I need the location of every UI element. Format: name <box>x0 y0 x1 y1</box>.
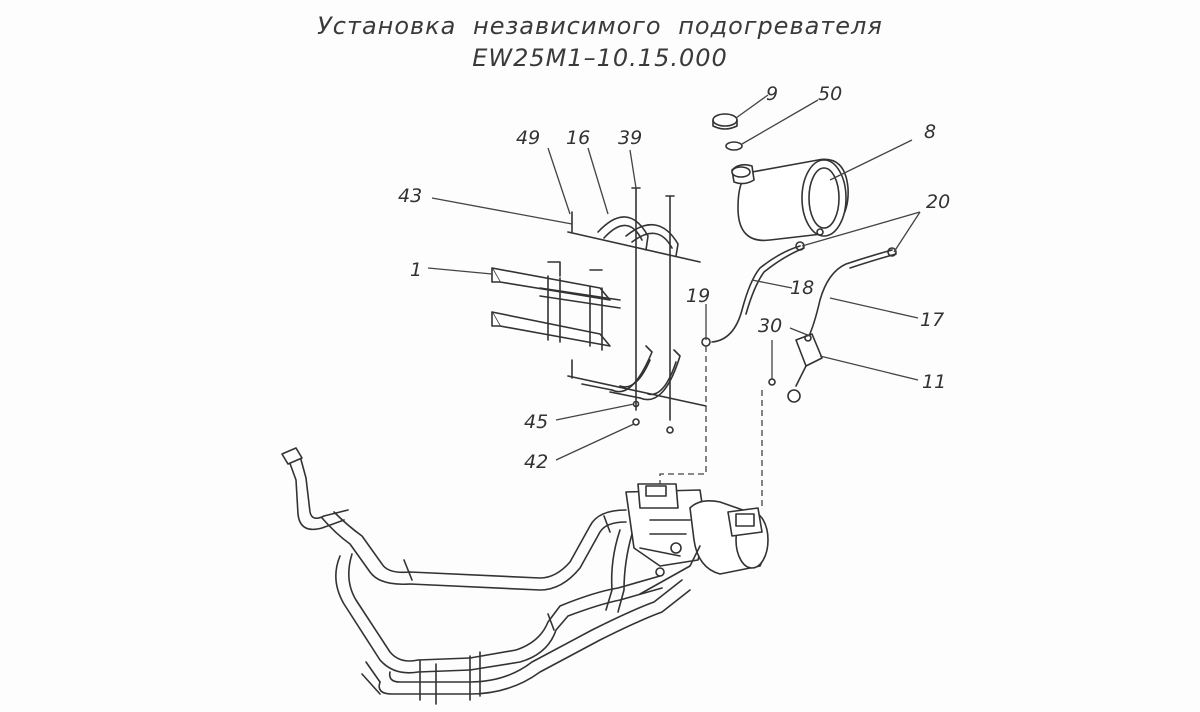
callout-30: 30 <box>758 315 782 337</box>
tank-straps <box>581 216 681 401</box>
callout-9: 9 <box>766 83 778 105</box>
fuel-lines <box>711 245 897 343</box>
callout-1: 1 <box>410 259 422 281</box>
callout-17: 17 <box>920 309 944 331</box>
callout-18: 18 <box>790 277 814 299</box>
fuel-filter <box>787 333 823 403</box>
fuel-tank <box>731 158 849 242</box>
callout-16: 16 <box>566 127 590 149</box>
callout-42: 42 <box>524 451 548 473</box>
diagram-subtitle: EW25M1–10.15.000 <box>472 44 728 72</box>
callout-8: 8 <box>924 121 936 143</box>
callout-19: 19 <box>686 285 710 307</box>
callout-45: 45 <box>524 411 548 433</box>
callout-50: 50 <box>818 83 842 105</box>
callout-43: 43 <box>398 185 422 207</box>
callout-49: 49 <box>516 127 540 149</box>
dashed-routing <box>659 346 763 506</box>
tank-cap <box>712 113 738 130</box>
diagram-title: Установка независимого подогревателя <box>317 12 883 40</box>
bolts <box>567 187 707 434</box>
tank-seal-ring <box>725 141 743 151</box>
coolant-hoses <box>281 447 701 705</box>
callout-11: 11 <box>922 371 946 393</box>
mounting-bracket <box>491 261 621 351</box>
hose-clamps <box>701 241 897 386</box>
heater-unit <box>625 483 769 577</box>
callout-20: 20 <box>926 191 950 213</box>
leader-lines <box>427 94 921 461</box>
callout-39: 39 <box>618 127 642 149</box>
